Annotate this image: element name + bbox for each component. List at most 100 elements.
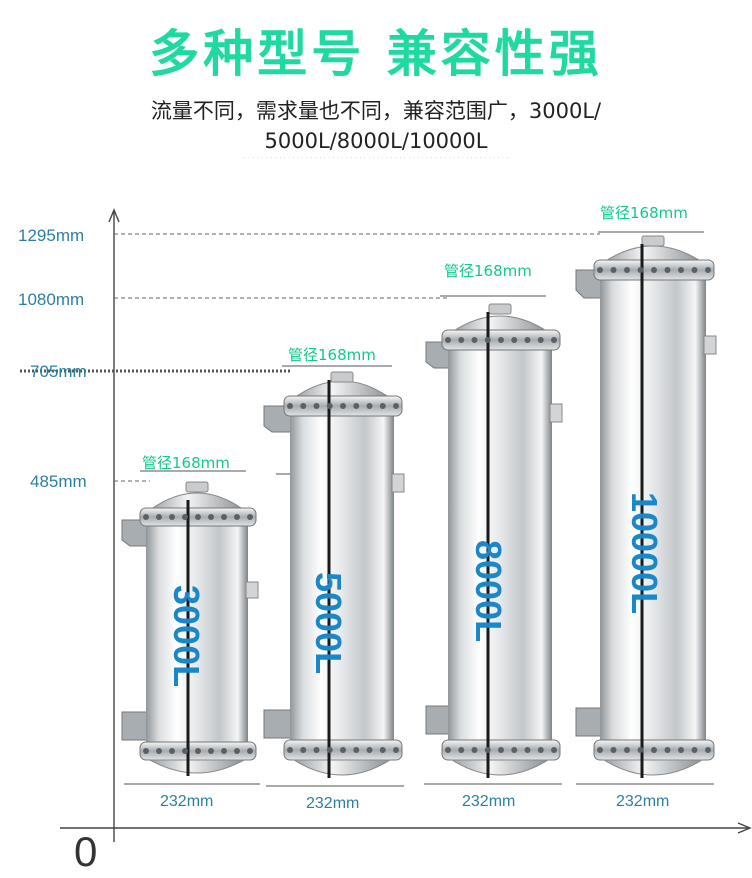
tank-bottom-cap [292,759,392,776]
flange-bolt [705,747,711,753]
flange-bolt [300,747,307,753]
flange-bolt [143,514,149,520]
side-port [549,403,563,423]
flange-bolt [247,748,253,754]
flange-bolt [221,514,227,520]
flange-bolt [208,514,214,520]
flange-bolt [221,748,227,754]
flange-bolt [234,748,240,754]
flange-bolt [678,747,684,753]
height-label-1295: 1295mm [18,226,84,245]
mounting-bracket [263,709,293,739]
flange-bolt [326,403,333,409]
filter-3000l: 管径168mm 3000L 232mm [121,454,260,810]
flange-bolt [458,747,465,753]
flange-bolt [182,748,188,754]
flange-bolt [524,337,531,343]
flange-bolt [379,403,386,409]
flange-bolt [537,747,544,753]
mounting-bracket [575,707,605,737]
flange-bolt [340,403,346,409]
filter-5000l: 管径168mm 5000L 232mm [263,346,405,812]
flange-bolt [234,514,240,520]
side-port [703,335,717,355]
flange-bolt [366,403,373,409]
flange-bolt [195,748,201,754]
flange-bolt [379,747,386,753]
flange-bolt [524,747,531,753]
mounting-bracket [121,711,149,741]
flange-bolt [551,747,557,753]
flange-bolt [208,748,214,754]
axis-origin-label: 0 [74,828,97,875]
flange-bolt [705,267,711,273]
height-label-485: 485mm [30,472,87,491]
flange-bolt [156,748,162,754]
flange-bolt [511,747,518,753]
pipe-diameter-label: 管径168mm [444,262,532,280]
flange-bolt [610,747,617,753]
flange-bolt [156,514,162,520]
flange-bolt [393,747,399,753]
pipe-diameter-label: 管径168mm [600,204,688,222]
flange-bolt [143,748,149,754]
x-axis-arrow-icon [737,822,752,834]
flange-bolt [691,747,698,753]
flange-bolt [664,747,671,753]
flange-bolt [458,337,465,343]
top-outlet [641,235,665,247]
width-label: 232mm [306,795,359,812]
flange-bolt [484,747,491,753]
flange-bolt [651,267,657,273]
width-label: 232mm [160,793,213,810]
flange-bolt [498,747,504,753]
flange-bolt [597,267,603,273]
flange-bolt [637,267,644,273]
side-port [245,581,259,599]
height-label-1080: 1080mm [18,290,84,309]
flange-bolt [353,403,360,409]
flange-bolt [651,747,657,753]
flange-bolt [498,337,504,343]
flange-bolt [624,267,630,273]
tank-body [146,526,248,746]
tank-top-cap [148,492,246,511]
flange-bolt [326,747,333,753]
tank-body [448,348,552,744]
flange-bolt [169,514,175,520]
tank-bottom-cap [602,759,704,776]
decorative-fineprint: · · · · · · · · · · · · · · · · · · · · … [243,154,509,162]
flange-bolt [471,747,478,753]
capacity-label-8000l: 8000L [468,540,509,642]
top-outlet [185,481,209,493]
flange-bolt [340,747,346,753]
flange-bolt [287,747,293,753]
flange-bolt [445,337,451,343]
flange-bolt [551,337,557,343]
flange-bolt [353,747,360,753]
subtitle-line-1: 流量不同，需求量也不同，兼容范围广，3000L/ [150,99,602,123]
headline-title: 多种型号 兼容性强 [149,25,603,83]
flange-bolt [471,337,478,343]
tank-bottom-cap [149,759,245,774]
flange-bolt [247,514,253,520]
y-axis-arrow-icon [108,208,120,223]
width-label: 232mm [616,793,669,810]
pipe-diameter-label: 管径168mm [288,346,376,364]
tank-body [600,278,706,744]
flange-bolt [195,514,201,520]
flange-bolt [300,403,307,409]
flange-bolt [537,337,544,343]
flange-bolt [366,747,373,753]
flange-bolt [597,747,603,753]
flange-bolt [610,267,617,273]
flange-bolt [511,337,518,343]
flange-bolt [287,403,293,409]
flange-bolt [313,403,320,409]
flange-bolt [624,747,630,753]
side-port [391,473,405,493]
top-outlet [488,303,512,315]
pipe-diameter-label: 管径168mm [142,454,230,472]
tank-bottom-cap [450,759,550,776]
subtitle: 流量不同，需求量也不同，兼容范围广，3000L/ 5000L/8000L/100… [0,96,752,156]
